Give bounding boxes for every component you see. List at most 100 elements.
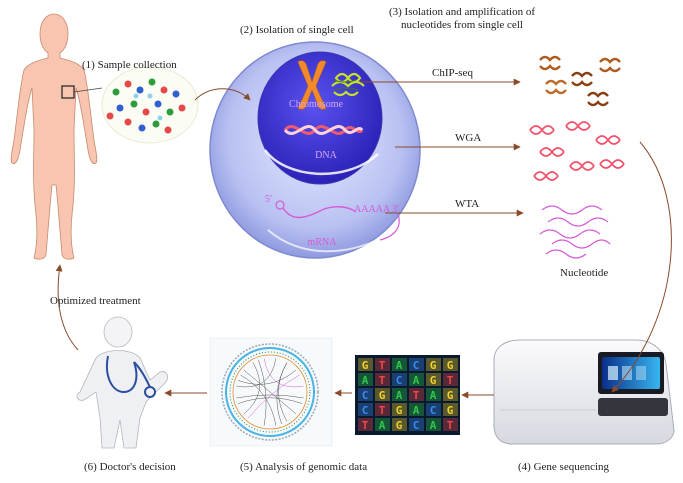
sequence-letter: A	[396, 359, 403, 372]
isolation-amplification-label-line1: (3) Isolation and amplification of	[389, 6, 535, 18]
sequence-cell	[426, 373, 441, 386]
sequence-cell	[358, 373, 373, 386]
sequence-cell	[443, 388, 458, 401]
sequence-cell	[443, 418, 458, 431]
sequence-letter: A	[362, 374, 369, 387]
wga-label: WGA	[455, 132, 481, 144]
sequence-cell	[358, 358, 373, 371]
five-prime-label: 5′	[265, 194, 272, 205]
circos-link	[263, 358, 304, 388]
sequence-cell	[392, 418, 407, 431]
gene-sequencing-label: (4) Gene sequencing	[518, 461, 610, 473]
sequence-cell	[392, 358, 407, 371]
transcript-strands-icon	[539, 205, 611, 259]
isolation-single-cell-label: (2) Isolation of single cell	[240, 24, 354, 36]
circos-link	[247, 374, 300, 419]
sample-cells-cluster	[101, 66, 199, 144]
sequence-letter: G	[396, 419, 403, 432]
treatment-feedback-arrow	[55, 264, 79, 351]
sequence-letter: T	[379, 359, 386, 372]
sequence-letter: G	[362, 359, 369, 372]
sequence-letter: C	[413, 359, 420, 372]
sequence-letter: G	[430, 359, 437, 372]
sequence-cell	[426, 403, 441, 416]
sequence-cell	[409, 373, 424, 386]
chip-seq-label: ChIP-seq	[432, 67, 473, 79]
doctors-decision-label: (6) Doctor's decision	[84, 461, 176, 473]
sequence-letter: A	[413, 404, 420, 417]
poly-a-tail-label: AAAAA 3′	[354, 204, 399, 215]
circos-link	[236, 394, 304, 399]
sequence-cell	[409, 418, 424, 431]
sequence-cell	[392, 373, 407, 386]
chromosome-label: Chromosome	[289, 99, 343, 110]
sequence-cell	[443, 373, 458, 386]
sequence-cell	[358, 388, 373, 401]
chromatin-coil-icon	[331, 72, 365, 97]
sequence-letter: T	[379, 374, 386, 387]
sequence-letter: A	[430, 389, 437, 402]
sequence-letter: G	[447, 389, 454, 402]
sequence-letter: T	[379, 404, 386, 417]
sequence-letter: G	[430, 374, 437, 387]
sequence-cell	[409, 358, 424, 371]
chromatin-fragments-icon	[539, 55, 621, 107]
human-body-figure	[10, 13, 103, 260]
sequence-letter: A	[413, 374, 420, 387]
single-cell: Chromosome DNA 5′ AAAAA 3′ mRNA	[209, 41, 421, 259]
sample-to-cell-arrow	[194, 88, 251, 101]
sequence-cell	[409, 403, 424, 416]
sequence-letter: G	[447, 359, 454, 372]
sequence-letter: A	[396, 389, 403, 402]
sequence-letter: G	[447, 404, 454, 417]
sequence-letter: C	[396, 374, 403, 387]
sequence-letter: C	[362, 404, 369, 417]
gene-sequencer-machine	[493, 339, 675, 445]
sequence-letter: C	[430, 404, 437, 417]
sequence-letter: T	[362, 419, 369, 432]
sequence-cell	[375, 358, 390, 371]
sequence-letter: A	[430, 419, 437, 432]
chromosome-icon	[297, 60, 327, 110]
sequence-cell	[392, 403, 407, 416]
sequence-cell	[392, 388, 407, 401]
circos-link	[278, 362, 288, 422]
sequence-letter: G	[379, 389, 386, 402]
optimized-treatment-label: Optimized treatment	[50, 295, 141, 307]
mrna-label: mRNA	[308, 237, 338, 248]
sequence-letter: T	[413, 389, 420, 402]
circos-link	[240, 374, 277, 426]
sequence-cell	[375, 403, 390, 416]
circos-link	[243, 362, 260, 415]
sequence-letter: G	[396, 404, 403, 417]
sequence-cell	[375, 373, 390, 386]
dna-helix-icon	[283, 125, 364, 135]
circos-link	[236, 358, 277, 388]
sequence-cell	[375, 388, 390, 401]
sequence-cell	[358, 403, 373, 416]
wta-label: WTA	[455, 198, 479, 210]
dna-label: DNA	[315, 150, 337, 161]
sequence-cell	[426, 418, 441, 431]
doctor-figure	[76, 316, 168, 449]
sequence-letter: C	[413, 419, 420, 432]
mrna-strand-icon	[275, 200, 400, 241]
analysis-genomic-data-label: (5) Analysis of genomic data	[240, 461, 367, 473]
sequence-cell	[426, 358, 441, 371]
circos-link	[238, 397, 302, 404]
sequence-letter: T	[447, 374, 454, 387]
sample-collection-label: (1) Sample collection	[82, 59, 177, 71]
nucleotide-to-sequencer-arrow	[611, 141, 672, 393]
nucleotide-label: Nucleotide	[560, 267, 608, 279]
sequence-cell	[443, 358, 458, 371]
sequence-cell	[409, 388, 424, 401]
sequence-letter: C	[362, 389, 369, 402]
sequence-cell	[375, 418, 390, 431]
sequence-letter: A	[379, 419, 386, 432]
sequence-cell	[426, 388, 441, 401]
sequence-cell	[358, 418, 373, 431]
amplified-dna-icon	[529, 121, 625, 181]
